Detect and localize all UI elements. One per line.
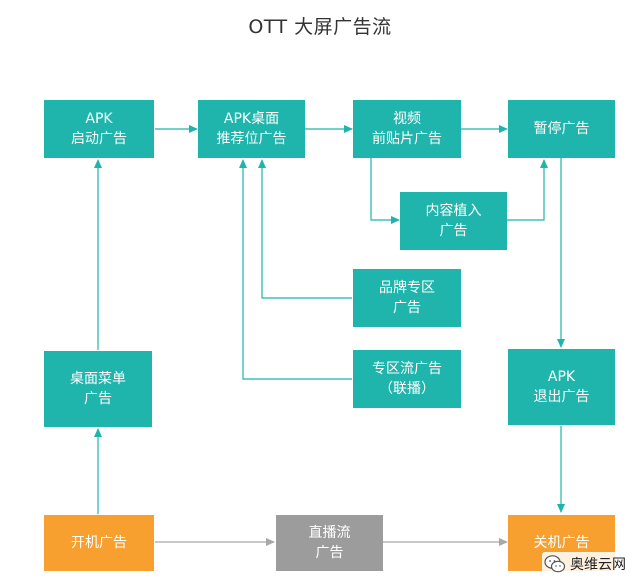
node-video-preroll-ad: 视频 前贴片广告 [353,100,461,158]
node-brand-zone-ad: 品牌专区 广告 [353,269,461,327]
node-apk-exit-ad-line1: APK [547,369,576,385]
node-desktop-menu-ad: 桌面菜单 广告 [44,351,152,427]
node-apk-exit-ad: APK 退出广告 [508,349,615,425]
node-content-embed-ad-line2: 广告 [439,223,468,239]
arrow-zone-to-desktop [239,159,352,380]
arrow-preroll-to-embed [370,158,400,224]
node-zone-stream-ad-line1: 专区流广告 [372,361,442,377]
wechat-icon [544,555,566,573]
node-apk-desktop-ad-line2: 推荐位广告 [216,131,287,147]
node-power-off-ad-line1: 关机广告 [533,535,590,551]
node-apk-exit-ad-line2: 退出广告 [533,389,590,405]
node-pause-ad: 暂停广告 [508,100,615,158]
node-zone-stream-ad-line2: （联播） [379,381,435,397]
node-brand-zone-ad-line1: 品牌专区 [379,280,435,296]
node-apk-desktop-ad-line1: APK桌面 [223,111,280,127]
node-apk-boot-ad: APK 启动广告 [44,100,154,158]
arrow-brand-to-desktop [258,159,352,299]
node-apk-desktop-ad: APK桌面 推荐位广告 [198,100,305,158]
node-power-on-ad-line1: 开机广告 [71,535,127,551]
node-video-preroll-ad-line1: 视频 [393,111,421,127]
node-live-stream-ad-line2: 广告 [315,545,344,561]
node-desktop-menu-ad-line2: 广告 [84,391,112,407]
node-desktop-menu-ad-line1: 桌面菜单 [70,371,126,387]
node-pause-ad-line1: 暂停广告 [533,121,590,137]
node-live-stream-ad: 直播流 广告 [276,515,383,571]
node-apk-boot-ad-line1: APK [85,111,113,127]
node-power-on-ad: 开机广告 [44,515,154,571]
watermark-text: 奥维云网 [570,557,626,573]
diagram-title: OTT 大屏广告流 [248,16,392,38]
arrow-embed-to-pause [507,159,548,221]
node-zone-stream-ad: 专区流广告 （联播） [353,350,461,408]
node-video-preroll-ad-line2: 前贴片广告 [372,131,442,147]
node-brand-zone-ad-line2: 广告 [393,300,421,316]
watermark: 奥维云网 [542,552,630,576]
node-apk-boot-ad-line2: 启动广告 [71,131,127,147]
node-content-embed-ad: 内容植入 广告 [400,192,507,250]
node-live-stream-ad-line1: 直播流 [308,525,351,541]
node-content-embed-ad-line1: 内容植入 [425,203,482,219]
